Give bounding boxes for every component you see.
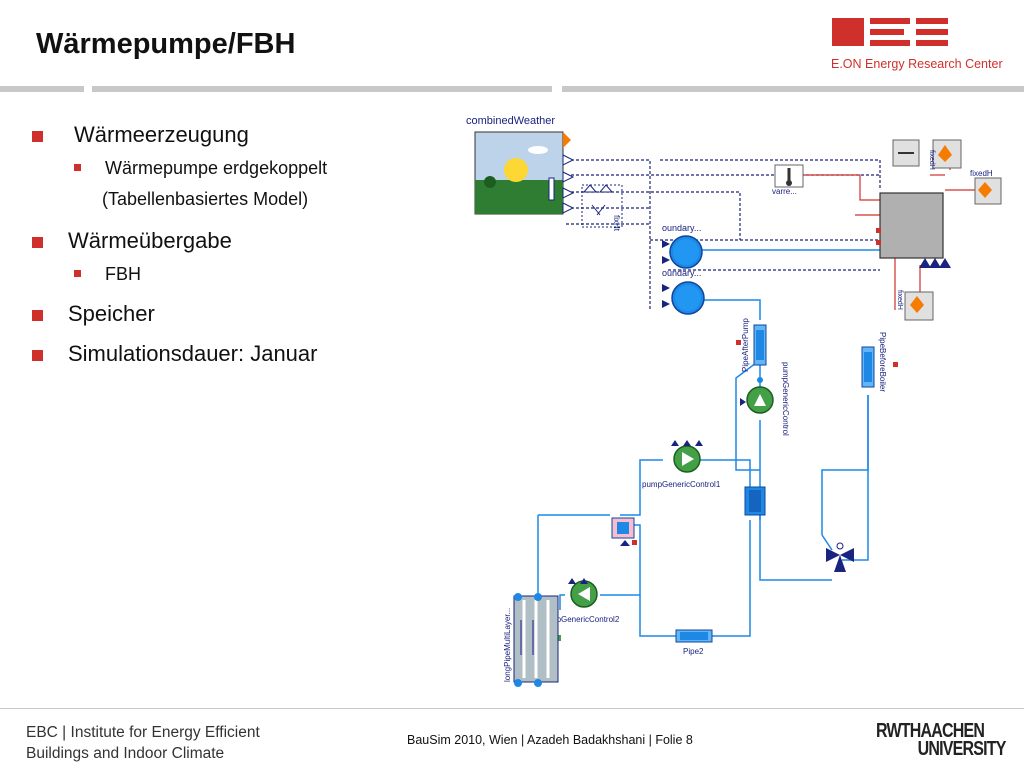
institute-line-2: Buildings and Indoor Climate	[26, 745, 225, 762]
weather-block[interactable]: combinedWeather	[466, 115, 575, 215]
fixed-heat-label-2: fixedH	[896, 290, 903, 310]
heat-pump-block[interactable]	[876, 192, 951, 268]
ebc-abbrev: EBC	[26, 724, 58, 741]
boundary-label-2: oundary...	[662, 268, 701, 278]
sub-bullet-continuation: (Tabellenbasiertes Model)	[102, 189, 309, 209]
pipe-network	[537, 249, 895, 637]
pipe-before-boiler-label: PipeBeforeBoiler	[878, 332, 887, 392]
fixed-heat-label: fixedH	[970, 169, 993, 178]
footer-divider	[0, 708, 1024, 709]
pipe-2-label: Pipe2	[683, 647, 704, 656]
institute-line-1: Institute for Energy Efficient	[70, 724, 260, 741]
pipe-after-pump[interactable]: PipeAfterPump	[736, 318, 767, 372]
rwth-logo-line-1: RWTHAACHEN	[876, 720, 985, 742]
modelica-diagram: combinedWeather fixHt oundary... oundary…	[466, 115, 1002, 687]
pump-generic-control[interactable]: pumpGenericControl	[740, 362, 790, 436]
boundary-ports	[662, 240, 670, 308]
weather-label: combinedWeather	[466, 115, 555, 127]
bullet-marker	[32, 350, 43, 361]
header-divider	[0, 86, 1024, 92]
eon-logo	[832, 18, 948, 46]
pump-generic-control-1[interactable]: pumpGenericControl1	[642, 440, 721, 489]
heat-exchanger[interactable]	[744, 486, 766, 516]
boundary-2[interactable]: oundary...	[662, 268, 705, 315]
bullet-list: Wärmeerzeugung Wärmepumpe erdgekoppelt (…	[30, 122, 430, 377]
long-pipe-label: longPipeMultiLayer...	[503, 608, 512, 682]
bullet-speicher: Speicher	[30, 301, 430, 327]
footer-presentation-info: BauSim 2010, Wien | Azadeh Badakhshani |…	[407, 733, 693, 747]
bullet-marker	[32, 310, 43, 321]
pipe-before-boiler[interactable]: PipeBeforeBoiler	[861, 332, 898, 392]
pump-generic-control-2-label: pumpGenericControl2	[541, 615, 620, 624]
signal-lines	[566, 159, 881, 310]
temperature-sensor[interactable]: varre...	[772, 164, 804, 196]
eon-logo-text: E.ON Energy Research Center	[831, 57, 1003, 71]
bullet-marker	[32, 131, 43, 142]
pump-generic-control-label: pumpGenericControl	[781, 362, 790, 436]
pump-generic-control-1-label: pumpGenericControl1	[642, 480, 721, 489]
svg-text:fixHt: fixHt	[612, 215, 621, 232]
boundary-1[interactable]: oundary...	[662, 223, 703, 269]
three-way-valve[interactable]	[826, 542, 854, 572]
bullet-simulationsdauer: Simulationsdauer: Januar	[30, 341, 430, 367]
sub-bullet-waermepumpe: Wärmepumpe erdgekoppelt	[30, 158, 430, 179]
sensor-label: varre...	[772, 187, 797, 196]
pipe-after-pump-label: PipeAfterPump	[741, 318, 750, 372]
slide-title: Wärmepumpe/FBH	[36, 28, 296, 60]
bullet-marker	[32, 237, 43, 248]
rwth-logo-line-2: UNIVERSITY	[917, 738, 1007, 760]
fixed-heat-block[interactable]: fixedH	[970, 169, 1002, 205]
bullet-marker	[74, 270, 81, 277]
boundary-label-1: oundary...	[662, 223, 701, 233]
thermometer-block[interactable]	[892, 139, 920, 167]
institute-name: EBC | Institute for Energy Efficient Bui…	[26, 724, 260, 762]
demux-block[interactable]: fixHt	[581, 184, 623, 232]
heat-flow-block-1[interactable]: fixedH	[928, 139, 962, 170]
floor-heating-module[interactable]	[611, 517, 637, 546]
fixed-heat-block-2[interactable]: fixedH	[896, 290, 934, 321]
svg-text:fixedH: fixedH	[928, 150, 935, 170]
bullet-waermeuebergabe: Wärmeübergabe	[30, 228, 430, 254]
bullet-waermeerzeugung: Wärmeerzeugung	[30, 122, 430, 148]
rwth-logo: RWTHAACHEN UNIVERSITY	[876, 720, 1007, 760]
pipe-2[interactable]: Pipe2	[675, 629, 713, 656]
sub-bullet-fbh: FBH	[30, 264, 430, 285]
bullet-marker	[74, 164, 81, 171]
long-pipe-multilayer[interactable]: longPipeMultiLayer...	[503, 593, 559, 687]
